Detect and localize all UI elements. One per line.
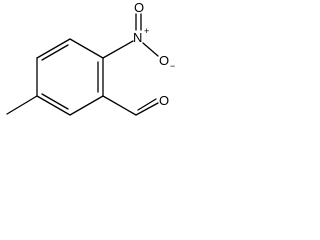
molecule-drawing: N + O O − O — [6, 0, 175, 116]
nitro-oxygen-top-label: O — [134, 0, 144, 15]
ring-bond-c5-c6 — [36, 38, 71, 59]
nitro-bond-n-o-right — [142, 42, 159, 57]
nitro-oxygen-right-label: O — [159, 53, 169, 68]
ring-bond-c6-c1 — [69, 38, 104, 59]
structure-diagram: N + O O − O — [0, 0, 188, 134]
aldehyde-oxygen-label: O — [159, 93, 169, 108]
nitrogen-charge-label: + — [144, 26, 149, 36]
ring-bond-c2-c3 — [69, 95, 104, 116]
aldehyde-double-bond-b — [137, 98, 157, 111]
nitro-bond-c-n — [102, 40, 134, 59]
ring-bond-c3-c4-inner — [41, 93, 69, 110]
ring-bond-c5-c6-inner — [41, 44, 69, 61]
ring-bond-c3-c4 — [36, 95, 71, 116]
methyl-bond — [6, 95, 38, 115]
aldehyde-double-bond-a — [135, 102, 159, 116]
nitrogen-label: N — [133, 30, 142, 45]
nitro-oxygen-charge-label: − — [170, 61, 175, 71]
aldehyde-bond-c — [102, 95, 137, 116]
